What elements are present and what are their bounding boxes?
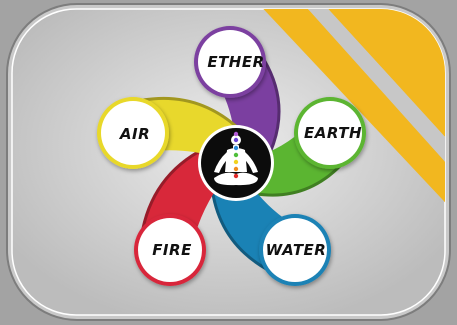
node-label-ether: ETHER <box>201 50 271 74</box>
node-label-air: AIR <box>100 122 170 146</box>
node-label-fire: FIRE <box>137 238 207 262</box>
node-label-earth: EARTH <box>298 121 368 145</box>
node-label-water: WATER <box>261 238 331 262</box>
